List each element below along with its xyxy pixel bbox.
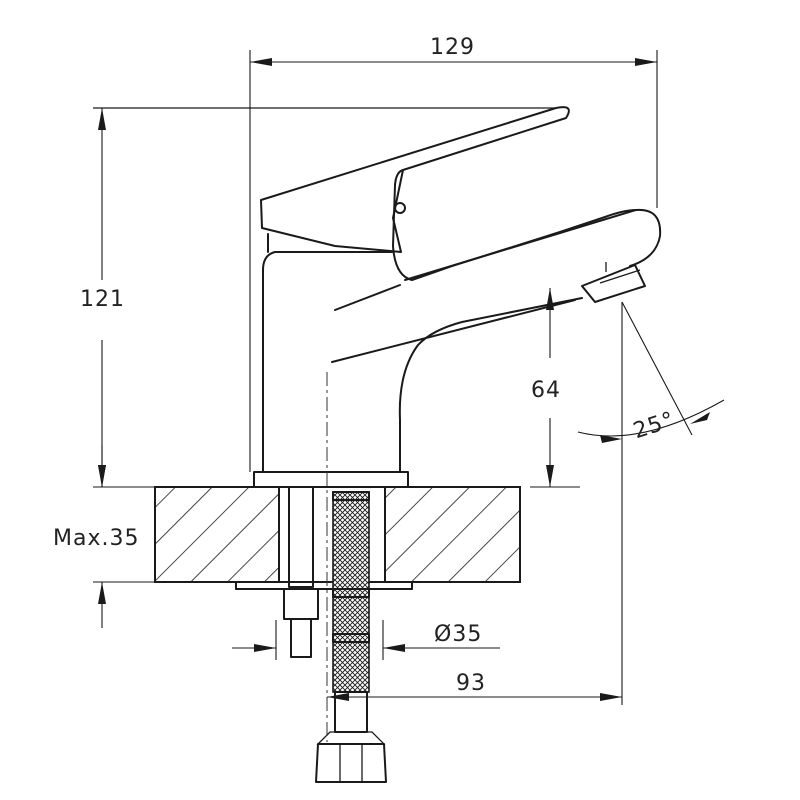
label-64: 64 [531,378,561,403]
flex-hose [332,491,370,693]
body-left-edge [262,251,393,473]
supply-connections [283,486,387,783]
label-121: 121 [80,287,125,312]
dimension-25-degree [577,301,725,705]
dimension-129 [249,50,658,472]
spout-outline [404,208,662,281]
handle-cap [392,169,637,281]
spout-upper [331,299,576,363]
spout-top [334,284,401,311]
label-max-35: Max.35 [53,526,139,551]
label-diameter-35: Ø35 [434,622,482,647]
base-ring [253,471,409,488]
dimension-64 [530,288,580,488]
dimension-diameter-35 [232,620,500,660]
label-25-degree: 25° [630,407,678,444]
faucet-body [93,106,662,488]
countertop-section [154,486,521,590]
dimension-max-35 [93,445,155,628]
label-93: 93 [456,671,486,696]
countertop-right [384,486,521,583]
dimension-93 [327,693,622,701]
aerator [581,264,646,303]
label-129: 129 [430,35,475,60]
hose-nut [315,743,387,783]
mounting-stud [288,486,314,588]
body-right-edge [398,297,583,473]
handle-lever [260,106,570,253]
handle-screw [394,202,406,214]
countertop-left [154,486,280,583]
